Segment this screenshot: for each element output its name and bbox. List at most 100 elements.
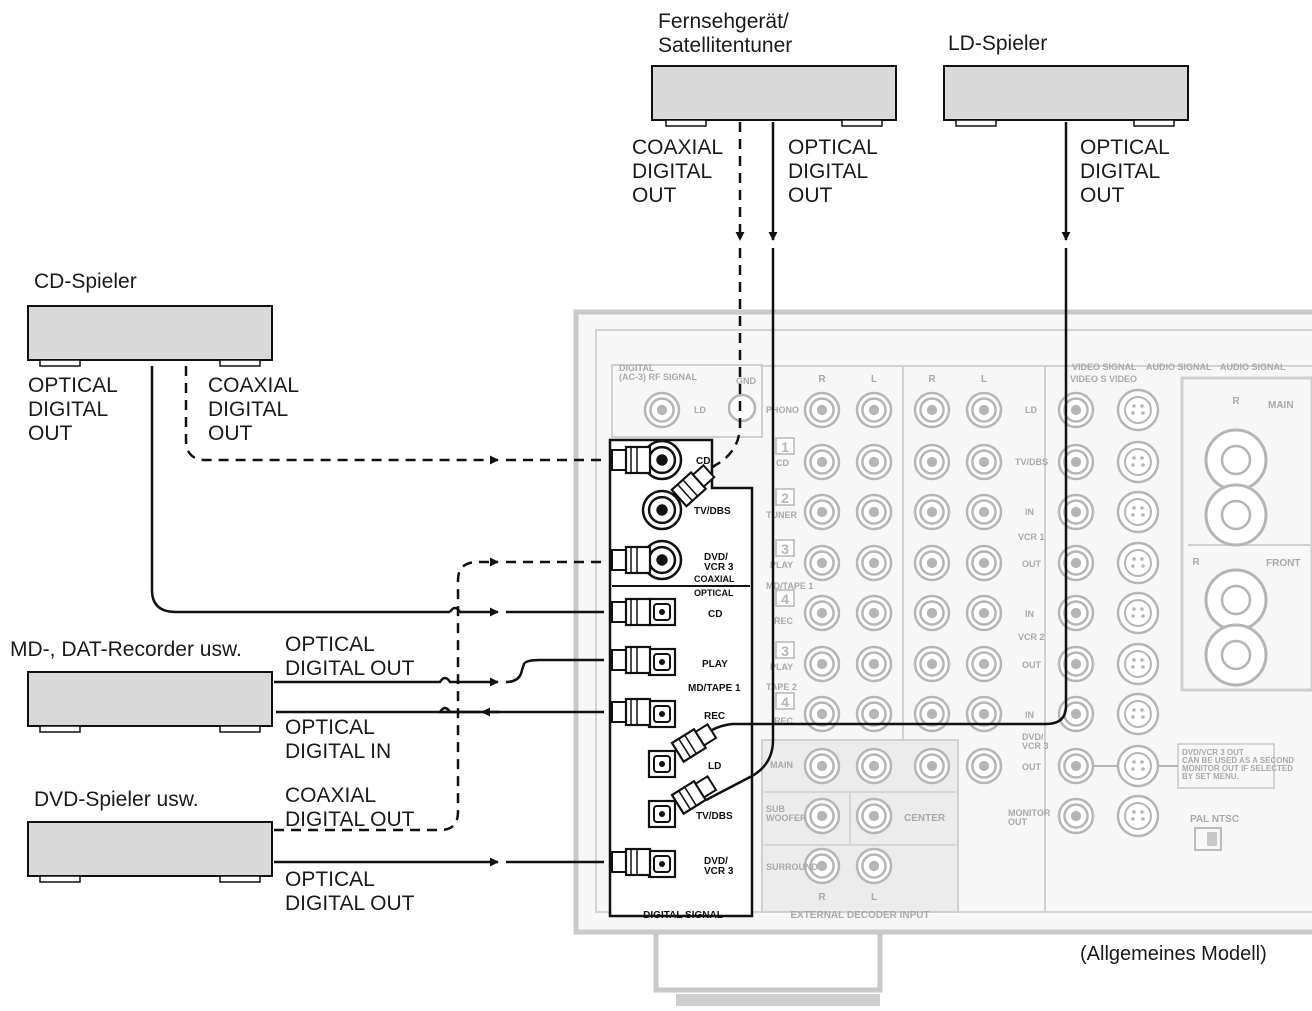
s-video-jack	[1116, 591, 1160, 635]
cable-tv-coaxial-lower	[699, 248, 742, 479]
signal-label-ld-optical: OPTICAL DIGITAL OUT	[1080, 136, 1170, 207]
channel-r-label: R	[928, 374, 936, 385]
audio-jack	[803, 391, 841, 429]
audio-jack	[965, 391, 1003, 429]
audio-jack	[913, 645, 951, 683]
input-number: 4	[781, 694, 789, 710]
audio-jack	[855, 695, 893, 733]
coax-jack-tv-dbs	[641, 489, 683, 531]
signal-label-cd-optical: OPTICAL DIGITAL OUT	[28, 374, 118, 445]
input-number-badge	[775, 437, 795, 455]
device-label-md-dat-recorder: MD-, DAT-Recorder usw.	[10, 638, 242, 661]
video-jack	[1057, 747, 1095, 785]
s-video-jack	[1116, 541, 1160, 585]
optical-jack	[647, 699, 677, 729]
device-cd-player-box	[27, 305, 273, 367]
audio-jack	[803, 544, 841, 582]
input-number: 3	[781, 541, 789, 557]
audio-jack	[913, 443, 951, 481]
input-number-badge	[775, 539, 795, 557]
angled-plug-tv-coax	[670, 463, 716, 508]
device-ld-player-box	[943, 65, 1189, 127]
channel-r-label: R	[818, 374, 826, 385]
s-video-jack	[1116, 692, 1160, 736]
gnd-label: GND	[736, 376, 757, 386]
audio-jack	[803, 645, 841, 683]
channel-r-label: R	[818, 892, 826, 903]
optical-jack	[647, 647, 677, 677]
digital-signal-label: DIGITAL SIGNAL	[643, 910, 723, 921]
audio-jack	[913, 695, 951, 733]
channel-r-label: R	[1232, 396, 1240, 407]
angled-plug-ld-optical	[670, 722, 718, 764]
optical-label-play: PLAY	[702, 659, 728, 670]
optical-jack	[647, 799, 677, 829]
audio-jack	[965, 747, 1003, 785]
device-label-dvd-player: DVD-Spieler usw.	[34, 788, 199, 811]
signal-label-tv-coaxial: COAXIAL DIGITAL OUT	[632, 136, 724, 207]
audio-label: MD/TAPE 1	[766, 581, 813, 591]
audio-jack	[855, 493, 893, 531]
audio-jack	[913, 594, 951, 632]
s-video-jack	[1116, 440, 1160, 484]
audio-label: REC	[774, 616, 794, 626]
video-svideo-label: VIDEO S VIDEO	[1070, 374, 1137, 384]
model-note: (Allgemeines Modell)	[1080, 943, 1267, 965]
audio-jack	[855, 645, 893, 683]
audio-jack	[803, 847, 841, 885]
device-label-ld-player: LD-Spieler	[948, 32, 1048, 55]
cable-dvd-coaxial	[274, 557, 499, 832]
cable-plug	[611, 645, 652, 675]
audio-jack	[965, 544, 1003, 582]
monitor-video-jack	[1057, 797, 1095, 835]
video-label: DVD/VCR 3	[1022, 732, 1049, 751]
input-number-badge	[775, 692, 795, 710]
device-label-cd-player: CD-Spieler	[34, 270, 137, 293]
audio-label: SURROUND	[766, 862, 819, 872]
input-number-badge	[775, 488, 795, 506]
coaxial-section-label: COAXIAL	[694, 574, 735, 584]
cable-tv-optical-lower	[705, 248, 775, 802]
speaker-front-label: FRONT	[1266, 558, 1300, 569]
center-label: CENTER	[904, 813, 946, 824]
channel-l-label: L	[981, 374, 987, 385]
audio-label: TUNER	[766, 510, 797, 520]
audio-label: CD	[776, 458, 789, 468]
video-label: VCR 2	[1018, 632, 1045, 642]
cable-plug	[611, 545, 652, 575]
speaker-terminal	[1204, 428, 1268, 492]
header-audio-signal-2: AUDIO SIGNAL	[1220, 362, 1286, 372]
signal-label-dvd-optical: OPTICAL DIGITAL OUT	[285, 868, 415, 915]
video-jack	[1057, 695, 1095, 733]
rf-ld-label: LD	[694, 405, 706, 415]
optical-label-ld: LD	[708, 761, 721, 772]
optical-label-tv-dbs: TV/DBS	[696, 811, 733, 822]
header-audio-signal: AUDIO SIGNAL	[1146, 362, 1212, 372]
video-label: OUT	[1022, 559, 1042, 569]
video-label: OUT	[1022, 660, 1042, 670]
s-video-jack	[1116, 388, 1160, 432]
video-jack	[1057, 594, 1095, 632]
signal-label-md-optical-in: OPTICAL DIGITAL IN	[285, 716, 392, 763]
channel-r-label: R	[1192, 557, 1200, 568]
audio-jack	[803, 797, 841, 835]
cable-plug	[611, 597, 652, 627]
audio-jack	[913, 747, 951, 785]
coax-label-tv-dbs: TV/DBS	[694, 506, 731, 517]
audio-label: PLAY	[770, 662, 793, 672]
input-number: 3	[781, 643, 789, 659]
device-md-dat-recorder-box	[27, 671, 273, 733]
audio-jack	[855, 544, 893, 582]
cable-cd-optical	[150, 366, 450, 614]
audio-label: MAIN	[770, 760, 793, 770]
device-dvd-player-box	[27, 821, 273, 883]
audio-jack	[855, 594, 893, 632]
signal-label-tv-optical: OPTICAL DIGITAL OUT	[788, 136, 878, 207]
channel-l-label: L	[871, 374, 877, 385]
audio-jack	[803, 443, 841, 481]
rf-jack	[643, 391, 681, 429]
video-label: OUT	[1022, 762, 1042, 772]
